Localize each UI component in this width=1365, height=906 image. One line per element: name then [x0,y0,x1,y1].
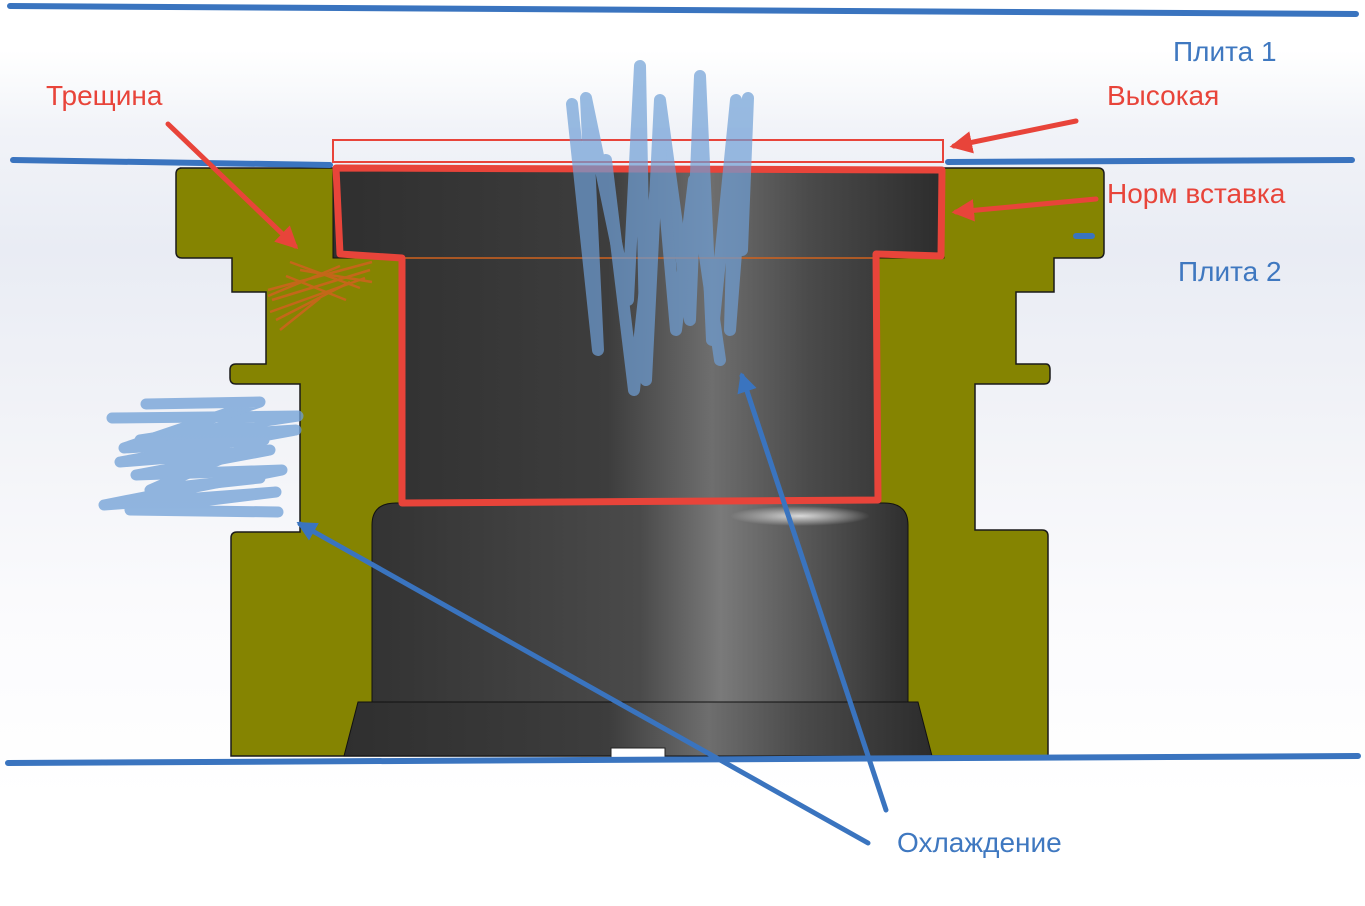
cooling-scribble-top [566,60,754,396]
cooling-arrows [296,372,889,846]
crack-label: Трещина [46,80,163,111]
crack-hatch [267,260,373,331]
cooling-label: Охлаждение [897,827,1062,858]
cooling-scribble-left [98,396,304,518]
normal-insert-label: Норм вставка [1107,178,1286,209]
plate1-label: Плита 1 [1173,36,1277,67]
plate2-label: Плита 2 [1178,256,1282,287]
lower-insert [371,502,909,703]
normal-insert-outline [332,164,946,507]
plate-lines [5,3,1361,766]
red-arrows [165,118,1099,250]
high-label: Высокая [1107,80,1220,111]
